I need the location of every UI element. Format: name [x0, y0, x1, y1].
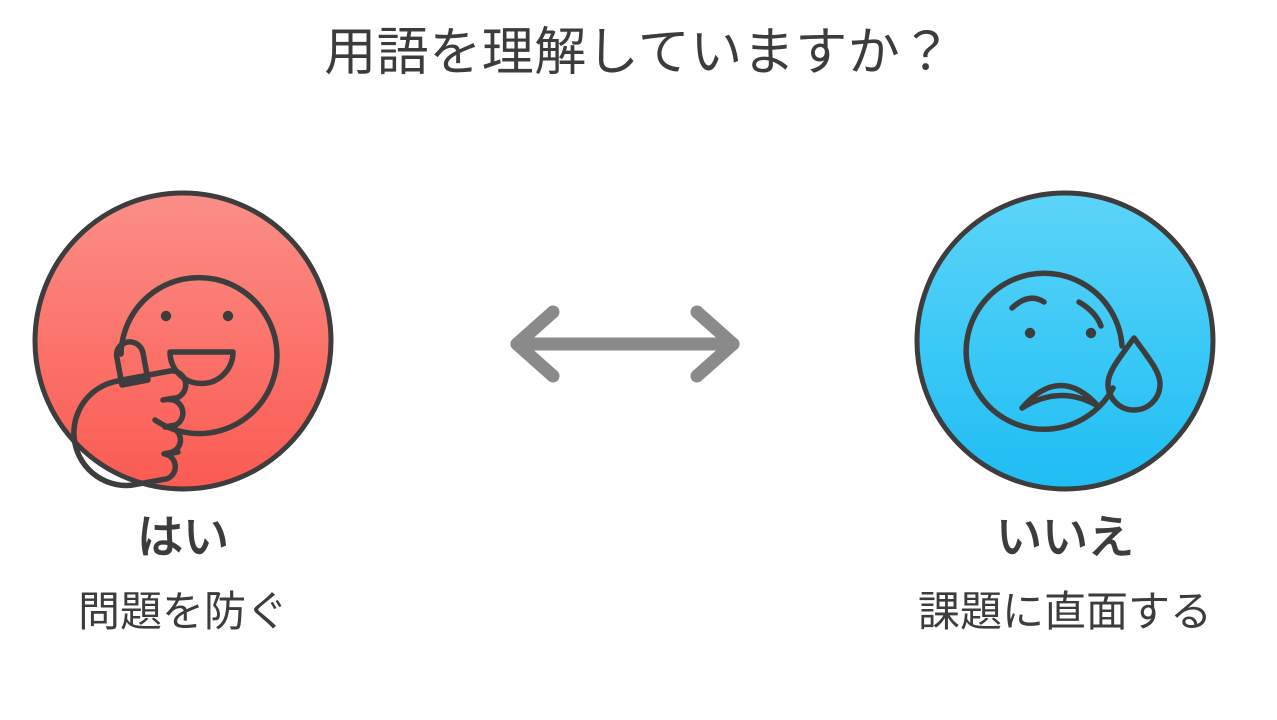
smiling-face-thumbs-up-icon	[3, 186, 363, 494]
page-title: 用語を理解していますか？	[324, 24, 953, 82]
answer-description-yes: 問題を防ぐ	[77, 587, 288, 635]
option-no[interactable]: いいえ 課題に直面する	[885, 186, 1245, 635]
answer-label-no: いいえ	[996, 511, 1134, 563]
answer-description-no: 課題に直面する	[917, 587, 1212, 635]
double-headed-arrow-icon	[495, 300, 755, 390]
crying-face-sweat-drop-icon	[885, 186, 1245, 494]
option-yes[interactable]: はい 問題を防ぐ	[3, 186, 363, 635]
answer-label-yes: はい	[137, 511, 229, 563]
